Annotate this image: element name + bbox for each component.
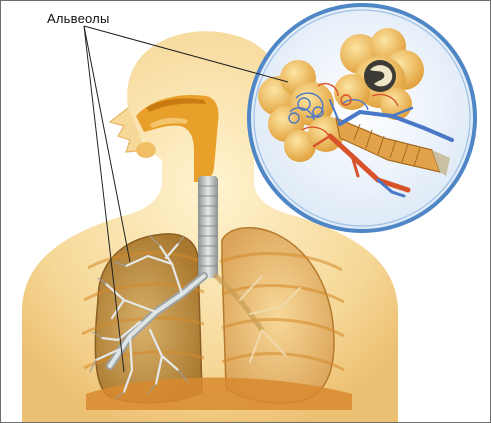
alveoli-label: Альвеолы (47, 11, 110, 26)
magnified-alveoli-inset (249, 5, 475, 231)
trachea (198, 176, 218, 278)
